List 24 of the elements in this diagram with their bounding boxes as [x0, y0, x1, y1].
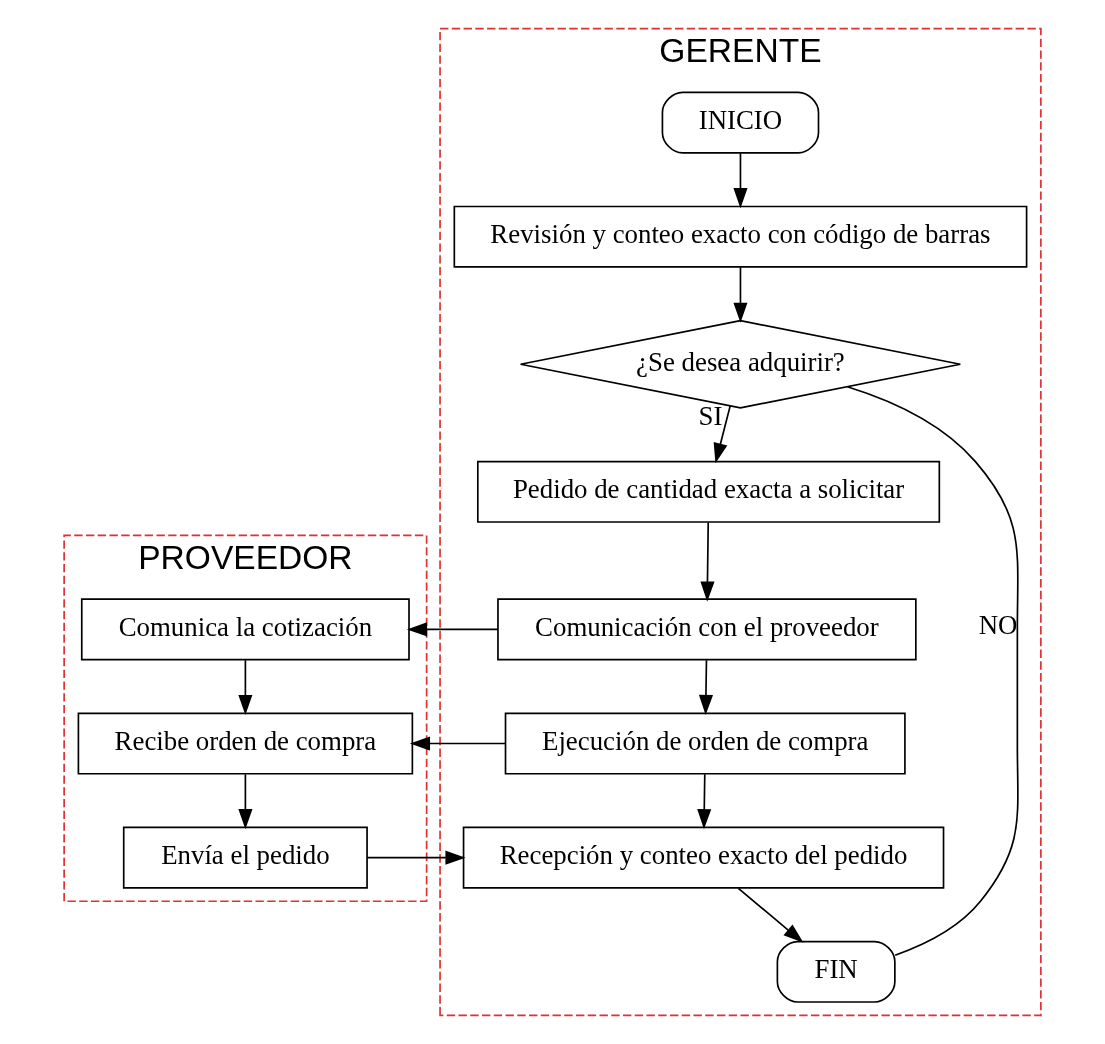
arrow [406, 622, 499, 637]
edge-label: NO [978, 609, 1018, 640]
node-box: Envía el pedido [122, 826, 368, 889]
node-box: Comunica la cotización [80, 598, 410, 661]
node-box: INICIO [661, 91, 820, 154]
node-box: Recibe orden de compra [77, 712, 414, 775]
arrow [737, 887, 804, 943]
arrow [409, 736, 506, 751]
node-box: Ejecución de orden de compra [504, 712, 906, 775]
arrow [733, 152, 748, 209]
arrow [700, 521, 715, 602]
arrow [238, 659, 253, 716]
node-box: Comunicación con el proveedor [497, 598, 917, 661]
node-box: Recepción y conteo exacto del pedido [462, 826, 945, 889]
arrow [713, 405, 732, 464]
arrow [366, 850, 466, 865]
node-box: FIN [776, 940, 896, 1003]
arrow [697, 773, 712, 830]
node-box: Revisión y conteo exacto con código de barras [453, 205, 1028, 268]
arrow [238, 773, 253, 830]
node-box: Pedido de cantidad exacta a solicitar [477, 460, 941, 523]
connector [846, 385, 1019, 956]
arrow [733, 266, 748, 323]
arrow [698, 659, 713, 716]
